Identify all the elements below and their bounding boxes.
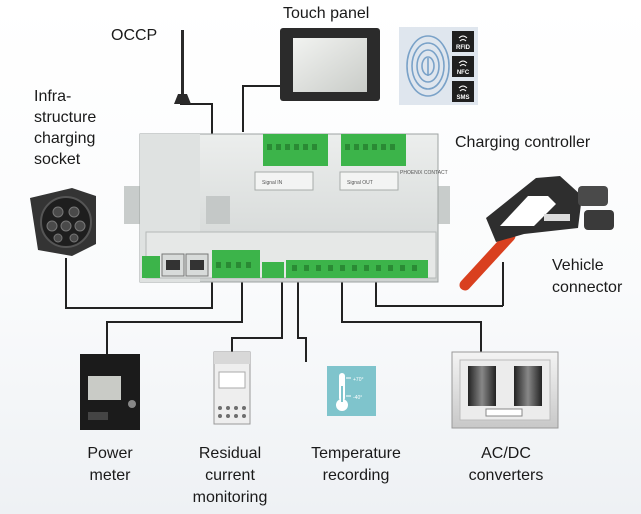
rfid-badge <box>452 31 474 52</box>
nfc-text: NFC <box>457 70 470 76</box>
temp-line-1: Temperature <box>311 445 401 462</box>
vehicle-line-1: Vehicle <box>552 257 604 274</box>
touch-panel-icon <box>280 28 380 101</box>
power-line-2: meter <box>89 467 131 484</box>
occp-antenna-icon <box>174 30 191 104</box>
residual-line-3: monitoring <box>192 489 268 506</box>
touch-panel-label: Touch panel <box>283 5 370 22</box>
residual-line-1: Residual <box>198 445 262 462</box>
residual-line-2: current <box>205 467 255 484</box>
acdc-line-1: AC/DC <box>481 445 531 462</box>
charging-socket-icon <box>30 188 96 256</box>
acdc-line-2: converters <box>468 467 544 484</box>
thermo-top-text: +70° <box>353 377 363 383</box>
charging-controller-label: Charging controller <box>455 134 591 151</box>
touch-panel-link <box>242 85 282 132</box>
infra-line-1: Infra- <box>34 88 72 105</box>
acdc-link <box>341 282 482 352</box>
nfc-badge <box>452 56 474 77</box>
vehicle-connector-icon <box>459 176 614 291</box>
temperature-icon: +70° -40° <box>327 366 376 416</box>
connection-lines <box>65 85 504 362</box>
acdc-converter-icon <box>451 351 559 429</box>
residual-current-monitor-icon <box>213 351 251 425</box>
vehicle-link <box>375 282 503 307</box>
occp-link <box>180 103 213 134</box>
power-line-1: Power <box>87 445 133 462</box>
fingerprint-card: RFID NFC SMS <box>399 27 478 105</box>
signal-in-text: Signal IN <box>262 180 283 186</box>
rfid-text: RFID <box>456 45 471 51</box>
charging-controller-device: Signal IN Signal OUT PHOENIX CONTACT <box>124 133 450 283</box>
infra-line-4: socket <box>34 151 81 168</box>
vehicle-line-2: connector <box>552 279 623 296</box>
occp-label: OCCP <box>111 27 158 44</box>
infra-line-3: charging <box>34 130 96 147</box>
temp-link-1 <box>297 282 307 362</box>
sms-badge <box>452 81 474 102</box>
rcm-link <box>231 282 283 352</box>
signal-out-text: Signal OUT <box>347 180 373 186</box>
power-meter-link <box>106 282 243 354</box>
socket-link <box>65 258 213 309</box>
thermo-bottom-text: -40° <box>353 395 362 401</box>
sms-text: SMS <box>456 95 469 101</box>
brand-text: PHOENIX CONTACT <box>400 170 448 176</box>
fingerprint-icon <box>406 35 450 97</box>
temp-line-2: recording <box>322 467 390 484</box>
infra-line-2: structure <box>34 109 97 126</box>
power-meter-icon <box>80 354 140 430</box>
